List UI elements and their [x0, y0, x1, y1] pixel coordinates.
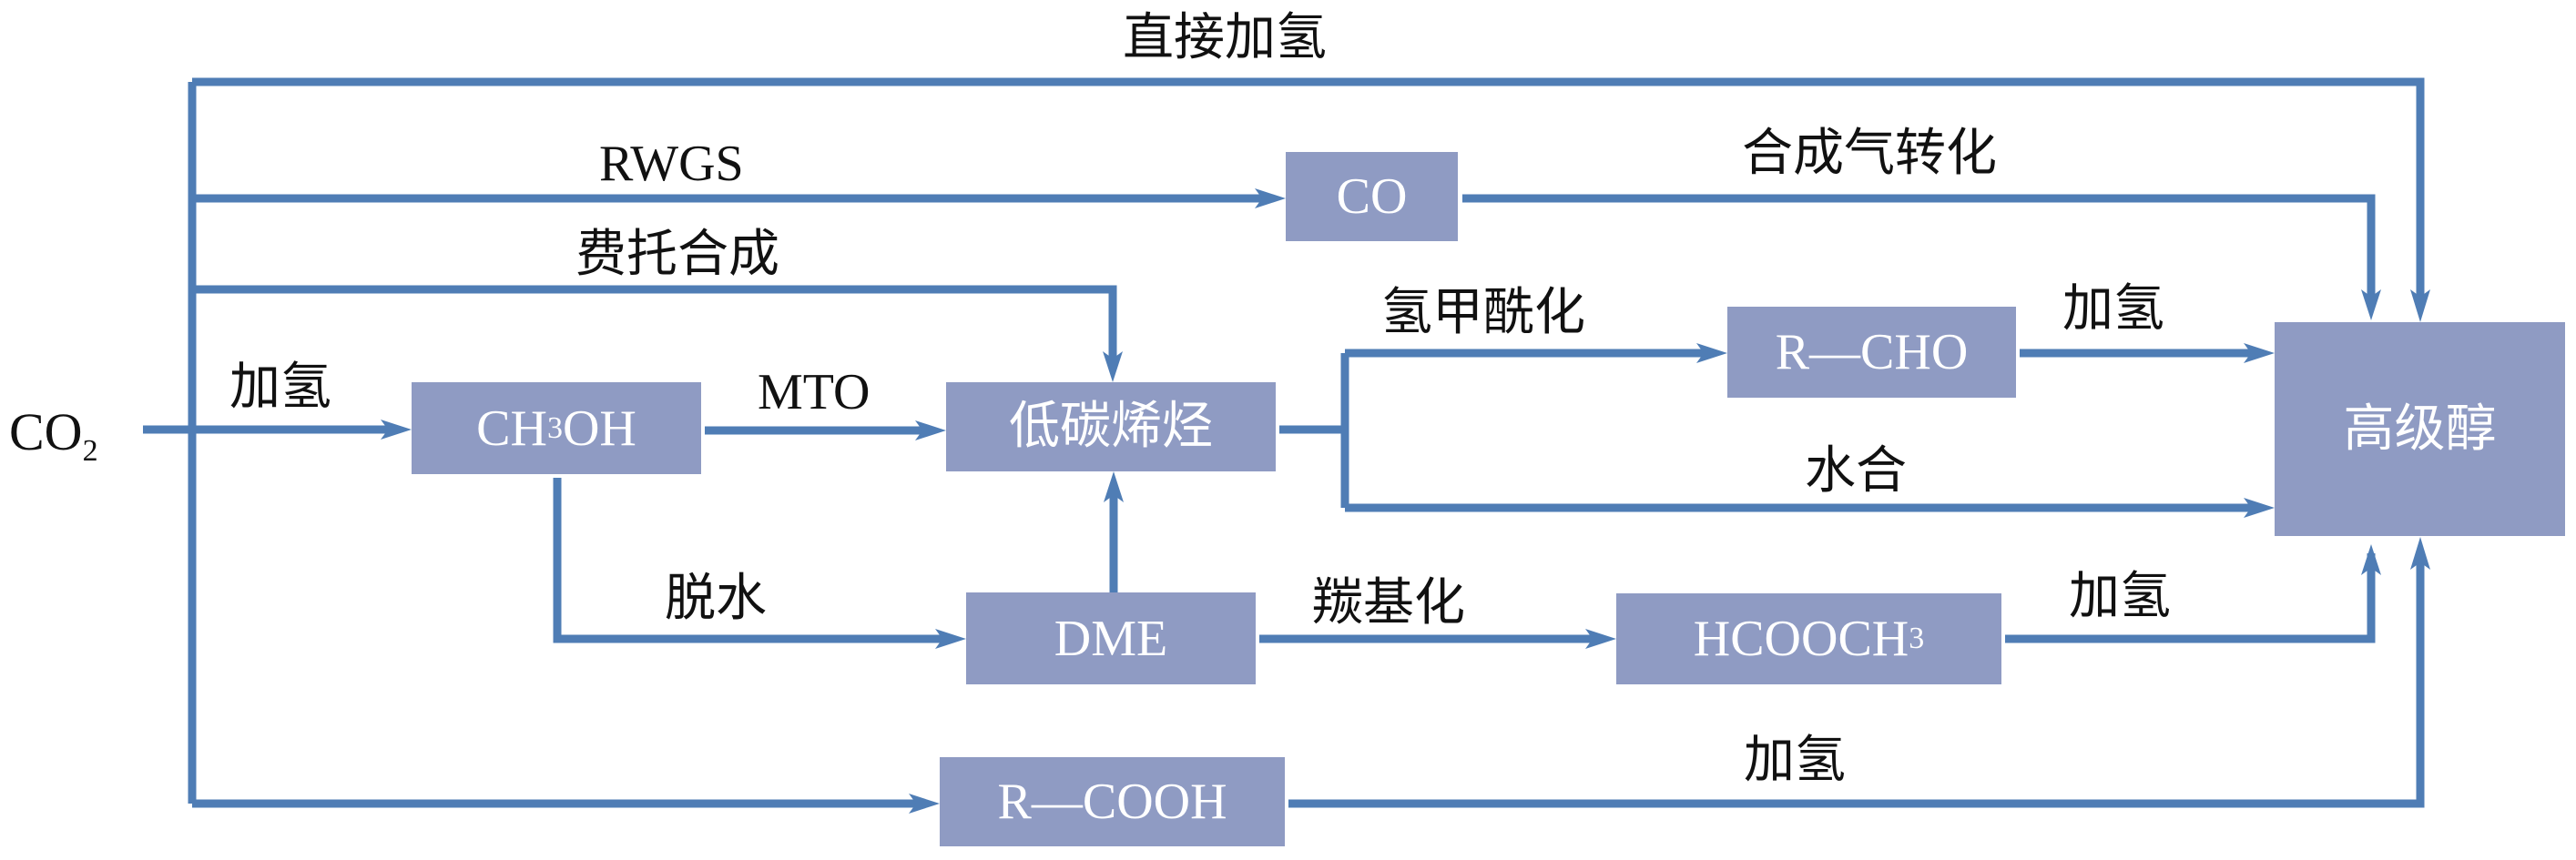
- dehydration-line: [553, 478, 951, 643]
- arrow-head: [1585, 629, 1616, 649]
- label-dehydration: 脱水: [665, 571, 767, 627]
- label-hydroformylation: 氢甲酰化: [1381, 285, 1585, 341]
- co2-main: CO: [9, 402, 83, 461]
- label-hcooch3-hydrogenation: 加氢: [2069, 569, 2171, 625]
- arrow-head: [2410, 537, 2430, 570]
- label-co2-hydrogenation: 加氢: [229, 359, 331, 416]
- dme-text: DME: [1054, 610, 1168, 667]
- co2-source-label: CO2: [9, 406, 98, 467]
- ft-line: [192, 285, 1117, 366]
- arrow-head: [2244, 498, 2275, 518]
- rcooh-text: R—COOH: [997, 774, 1227, 830]
- rcho-text: R—CHO: [1775, 324, 1969, 380]
- alcohol-text: 高级醇: [2343, 400, 2497, 458]
- co-text: CO: [1336, 168, 1408, 225]
- olefin-branch-line: [1279, 353, 1349, 508]
- node-higher-alcohol[interactable]: 高级醇: [2275, 322, 2565, 536]
- label-fischer-tropsch: 费托合成: [575, 227, 779, 283]
- hcooch3-pre: HCOOCH: [1693, 611, 1909, 667]
- arrow-head: [2361, 544, 2381, 575]
- label-rwgs: RWGS: [599, 136, 744, 192]
- arrow-head: [909, 794, 940, 814]
- node-rcooh[interactable]: R—COOH: [940, 757, 1285, 846]
- node-olefins[interactable]: 低碳烯烃: [946, 382, 1276, 471]
- node-co[interactable]: CO: [1286, 152, 1458, 241]
- label-carbonylation: 羰基化: [1312, 575, 1465, 632]
- label-hydration: 水合: [1805, 443, 1907, 500]
- label-rcooh-hydrogenation: 加氢: [1744, 733, 1846, 789]
- arrow-head: [935, 629, 966, 649]
- label-syngas-conversion: 合成气转化: [1742, 126, 1997, 182]
- arrow-head: [2361, 289, 2381, 320]
- co2-subscript: 2: [82, 433, 98, 468]
- arrow-head: [1103, 351, 1123, 382]
- label-mto: MTO: [758, 364, 871, 420]
- ch3oh-pre: CH: [476, 400, 547, 457]
- label-direct-hydrogenation: 直接加氢: [1123, 10, 1327, 66]
- arrow-head: [915, 420, 946, 440]
- rcooh-out-line: [1288, 553, 2425, 808]
- arrow-head: [381, 420, 412, 440]
- label-rcho-hydrogenation: 加氢: [2062, 281, 2164, 338]
- syngas-line: [1462, 194, 2376, 305]
- arrow-head: [2244, 343, 2275, 363]
- arrow-head: [1255, 188, 1286, 208]
- direct-hydrogenation-line: [192, 77, 2425, 305]
- hcooch3-out-line: [2005, 553, 2376, 643]
- olefins-text: 低碳烯烃: [1009, 399, 1213, 455]
- arrow-head: [1104, 471, 1124, 502]
- node-rcho[interactable]: R—CHO: [1727, 307, 2016, 398]
- node-dme[interactable]: DME: [966, 592, 1256, 684]
- arrow-head: [2410, 289, 2430, 322]
- arrow-head: [1696, 343, 1727, 363]
- ch3oh-post: OH: [562, 400, 636, 457]
